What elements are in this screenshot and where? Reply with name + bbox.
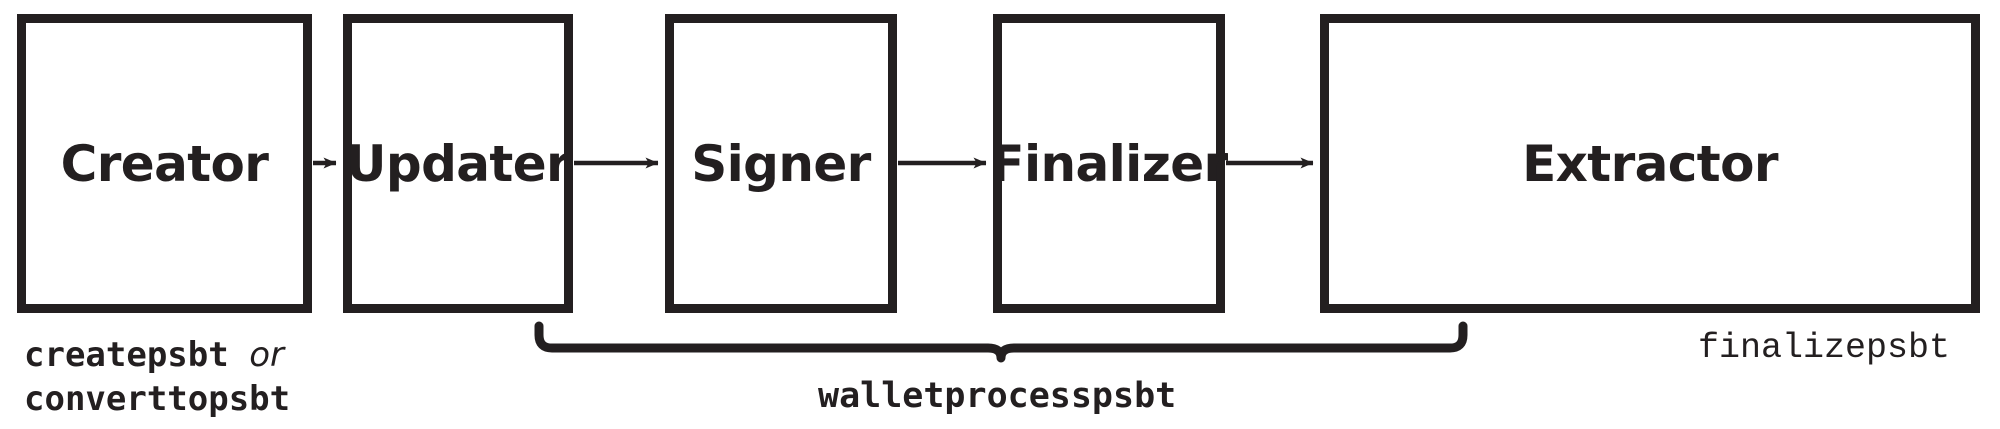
node-signer[interactable]: Signer [665, 14, 897, 313]
node-extractor[interactable]: Extractor [1320, 14, 1980, 313]
caption-creator: createpsbt or converttopsbt [24, 333, 290, 421]
caption-creator-cmd2: converttopsbt [24, 379, 291, 420]
node-updater[interactable]: Updater [343, 14, 573, 313]
node-finalizer-label: Finalizer [990, 134, 1228, 193]
node-creator[interactable]: Creator [17, 14, 312, 313]
caption-creator-conjunction: or [249, 335, 284, 375]
caption-extractor: finalizepsbt [1698, 328, 1951, 368]
node-finalizer[interactable]: Finalizer [990, 14, 1228, 313]
brace-walletprocesspsbt [534, 321, 1468, 363]
node-creator-label: Creator [60, 134, 269, 193]
caption-creator-line2: converttopsbt [24, 377, 290, 421]
node-signer-label: Signer [691, 134, 871, 193]
caption-creator-cmd1: createpsbt [24, 335, 229, 375]
caption-creator-line1: createpsbt or [24, 333, 290, 377]
node-updater-label: Updater [345, 134, 571, 193]
node-extractor-label: Extractor [1522, 134, 1778, 193]
caption-walletprocesspsbt: walletprocesspsbt [818, 376, 1177, 416]
